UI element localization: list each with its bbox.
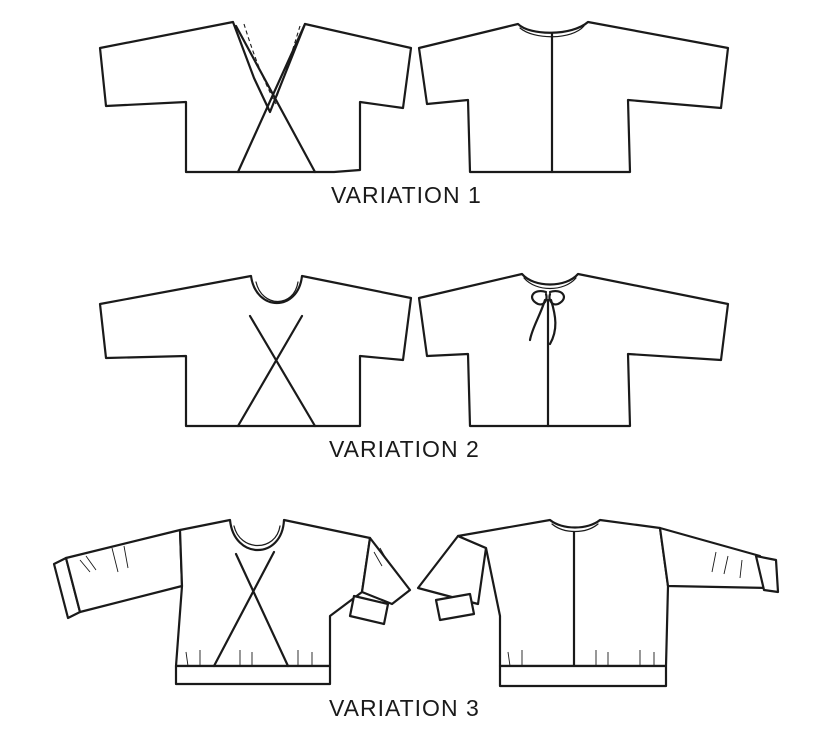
variation-1-back-view <box>98 20 413 174</box>
variation-2-front-view <box>417 272 730 428</box>
variation-2-back-view <box>98 274 413 428</box>
variation-3-front-view <box>416 518 780 688</box>
variation-2-neck-tie <box>528 290 565 346</box>
variation-3-back-view <box>52 518 412 686</box>
variation-2-label: VARIATION 2 <box>329 436 480 462</box>
variation-1-label: VARIATION 1 <box>331 182 482 208</box>
variation-3-label: VARIATION 3 <box>329 695 480 721</box>
variation-1-front-view <box>417 20 730 174</box>
